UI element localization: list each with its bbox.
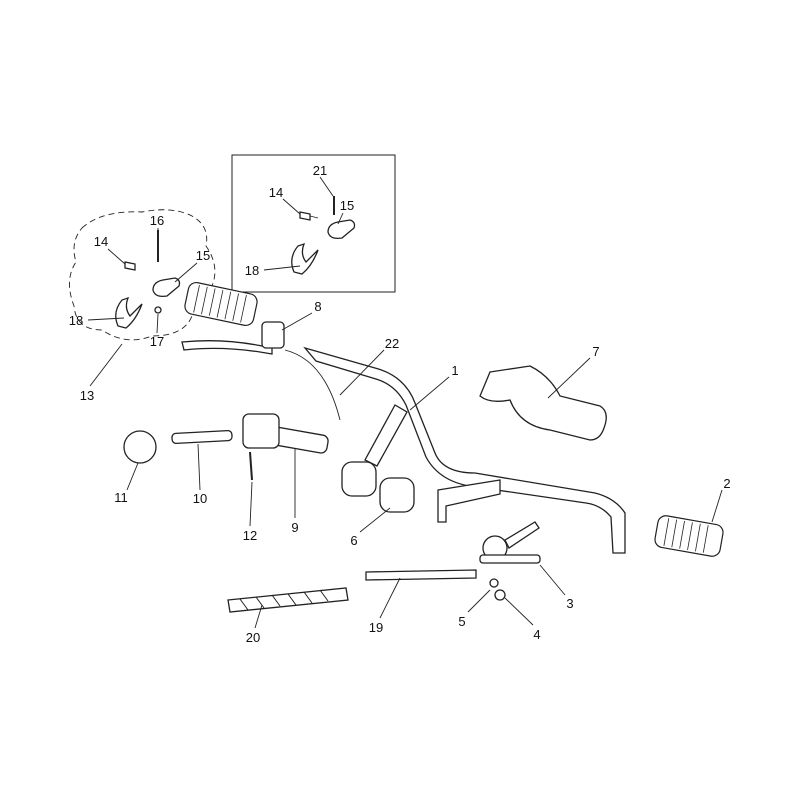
callout-3: 3 [566, 596, 573, 611]
callout-11: 11 [114, 490, 128, 505]
collar [242, 413, 280, 449]
bushing [341, 461, 377, 497]
callout-16: 16 [150, 213, 164, 228]
callout-18: 18 [69, 313, 83, 328]
callout-5: 5 [458, 614, 465, 629]
brake-lever [181, 340, 273, 355]
callout-19: 19 [369, 620, 383, 635]
bushing [379, 477, 415, 513]
callout-21: 21 [313, 163, 327, 178]
cable-rod [365, 569, 477, 581]
grip-cover [479, 365, 607, 441]
callout-1: 1 [451, 363, 458, 378]
callout-14: 14 [269, 185, 283, 200]
handlebar [303, 346, 626, 554]
detail-parts [115, 230, 181, 329]
leader-lines [87, 176, 723, 629]
callout-6: 6 [350, 533, 357, 548]
callout-15: 15 [196, 248, 210, 263]
callout-22: 22 [385, 336, 399, 351]
callout-18: 18 [245, 263, 259, 278]
right-grip [654, 515, 724, 557]
spiral-wrap [227, 587, 349, 613]
rod [171, 429, 233, 445]
detail-outline [69, 209, 216, 341]
left-grip [184, 281, 258, 327]
callout-20: 20 [246, 630, 260, 645]
inset-box [231, 154, 396, 293]
callout-8: 8 [314, 299, 321, 314]
knob-ball [123, 430, 157, 464]
throttle-control [479, 521, 541, 601]
callout-15: 15 [340, 198, 354, 213]
callout-10: 10 [193, 491, 207, 506]
callout-14: 14 [94, 234, 108, 249]
lever-clamp [261, 321, 285, 349]
callout-13: 13 [80, 388, 94, 403]
bracket [437, 479, 501, 523]
callout-7: 7 [592, 344, 599, 359]
callout-2: 2 [723, 476, 730, 491]
callout-9: 9 [291, 520, 298, 535]
callout-12: 12 [243, 528, 257, 543]
callout-17: 17 [150, 334, 164, 349]
callout-4: 4 [533, 627, 540, 642]
